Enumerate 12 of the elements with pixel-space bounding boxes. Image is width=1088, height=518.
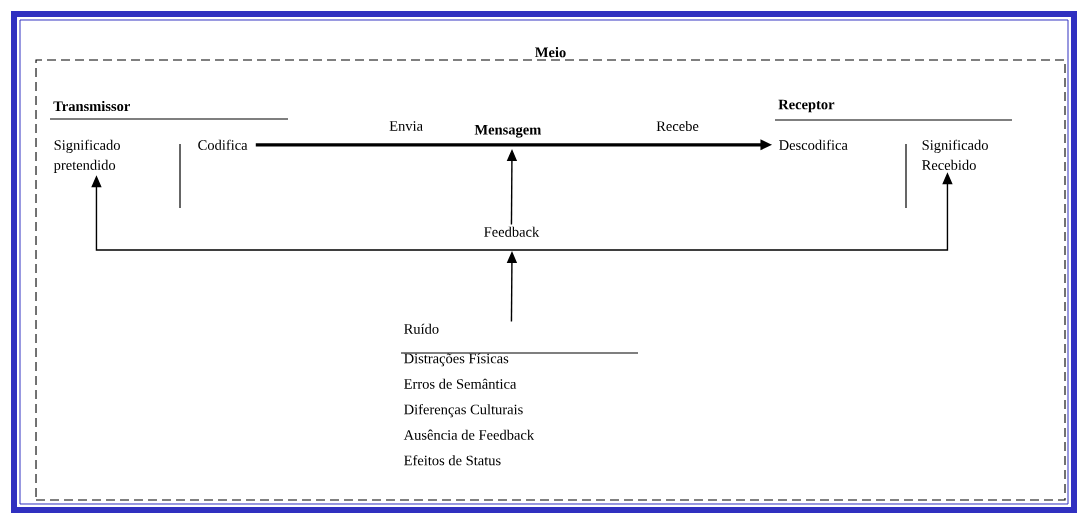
section-heading: Transmissor [53,100,130,112]
node-label: Meio [535,47,566,58]
node-text: Significado Recebido [922,139,988,170]
node-text: Codifica [198,139,248,150]
section-heading: Receptor [778,99,835,113]
noise-list: Ruído Distrações Físicas Erros de Semântica Diferenças Culturais Ausência de Feedback Efeitos de Status [403,323,535,466]
node-text: Feedback [484,226,540,237]
flow-label: Envia [389,121,423,131]
edge-label: Mensagem [473,123,543,139]
flow-label: Recebe [656,120,699,132]
node-text: Descodifica [779,139,848,150]
node-text: Significado pretendido [53,139,120,173]
